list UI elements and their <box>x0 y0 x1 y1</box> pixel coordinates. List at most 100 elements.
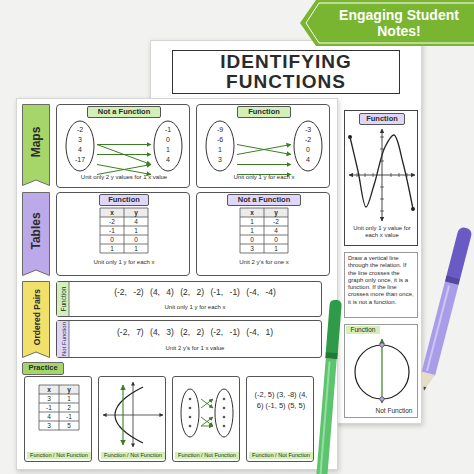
crossing-point <box>380 397 384 401</box>
strip-rule <box>69 321 70 357</box>
map-value: -9 <box>205 125 235 134</box>
table-cell: 0 <box>240 235 264 244</box>
mapping-oval: -9-613 <box>205 120 235 172</box>
mapping-arrow <box>97 154 151 155</box>
map-value: 1 <box>205 145 235 154</box>
title-box: IDENTIFYING FUNCTIONS <box>172 50 400 94</box>
sheet-title: IDENTIFYING FUNCTIONS <box>177 52 395 92</box>
y-axis <box>382 129 383 221</box>
mapping-box: Not a FunctionUnit only 2 y values for 1… <box>56 104 190 188</box>
mapping-box: FunctionUnit only 1 y for each x-9-613-3… <box>196 104 330 188</box>
table-cell: -2 <box>264 217 288 226</box>
oval-outline <box>206 121 234 171</box>
mapping-arrow <box>201 399 213 408</box>
pen-cap <box>445 226 473 284</box>
box-note: Unit 2 y's for 1 x value <box>73 345 317 353</box>
map-value: 0 <box>293 145 323 154</box>
map-value: -3 <box>293 125 323 134</box>
pen-body <box>315 358 337 474</box>
table-cell: -2 <box>100 217 124 226</box>
table-cell: y <box>124 208 148 217</box>
box-note: Unit only 1 y for each x <box>73 304 317 312</box>
table-cell: y <box>59 385 79 394</box>
table-rule <box>148 208 149 253</box>
table-rule <box>288 208 289 253</box>
section-name: Ordered Pairs <box>22 284 50 349</box>
table-cell: -1 <box>39 403 59 412</box>
map-value: -2 <box>293 135 323 144</box>
table-rule <box>39 385 40 430</box>
map-value: -6 <box>205 135 235 144</box>
table-box: Not a FunctionUnit 2 y's for one xxy1-21… <box>196 192 330 276</box>
vertical-line <box>381 339 382 403</box>
mapping-arrow <box>201 426 213 427</box>
table-cell: 4 <box>39 412 59 421</box>
table-rule <box>100 253 148 254</box>
table-rule <box>100 208 148 209</box>
map-value: -17 <box>65 155 95 164</box>
axis-tick <box>380 211 384 212</box>
table-cell: x <box>39 385 59 394</box>
value-dot <box>189 416 192 419</box>
table-cell: 0 <box>100 235 124 244</box>
mapping-arrow <box>97 144 151 145</box>
practice-box: Function / Not Function <box>98 376 166 462</box>
practice-box: (-2, 5) (3, -8) (4, 6) (-1, 5) (5, 5) Fun… <box>246 376 314 462</box>
table-cell: 4 <box>124 217 148 226</box>
ordered-pairs: (-2, 7) (4, 3) (2, 2) (-2, -1) (-4, 1) <box>73 327 317 338</box>
table-rule <box>240 208 288 209</box>
mapping-arrow <box>97 165 151 175</box>
axis-tick <box>365 173 366 177</box>
x-axis <box>103 415 163 416</box>
table-cell: 0 <box>264 235 288 244</box>
axis-tick <box>380 199 384 200</box>
answer-choice: Function / Not Function <box>249 452 313 459</box>
node-drawing <box>25 377 93 463</box>
vertical-line-test-box: FunctionNot Function <box>344 324 418 418</box>
ordered-pairs: (-2, 5) (3, -8) (4, 6) (-1, 5) (5, 5) <box>251 389 311 411</box>
box-heading: Not a Function <box>227 194 301 206</box>
map-value: 3 <box>205 155 235 164</box>
section-tab: Maps <box>22 104 50 186</box>
table-rule <box>240 235 288 236</box>
mapping-arrow <box>237 145 291 155</box>
table-rule <box>79 385 80 430</box>
table-box: FunctionUnit only 1 y for each xxy-24-11… <box>56 192 190 276</box>
strip-rule <box>69 282 70 316</box>
table-cell: 1 <box>100 244 124 253</box>
table-rule <box>100 217 148 218</box>
practice-box: Function / Not Function <box>172 376 240 462</box>
ordered-pairs: (-2, -2) (4, 4) (2, 2) (-1, -1) (-4, -4) <box>73 287 317 298</box>
value-dot <box>189 398 192 401</box>
value-dot <box>189 425 192 428</box>
function-curve <box>350 135 413 209</box>
section-name: Tables <box>22 195 50 267</box>
table-rule <box>264 208 265 253</box>
promo-banner: Engaging Student Notes! <box>300 0 474 46</box>
table-cell: 1 <box>264 244 288 253</box>
purple-pen <box>417 226 473 392</box>
relation-curve <box>115 387 143 443</box>
table-head-fill <box>240 208 288 217</box>
ordered-pairs-box: Not Function (-2, 7) (4, 3) (2, 2) (-2, -… <box>56 320 322 358</box>
box-note: Unit only 1 y for each x <box>201 174 327 182</box>
mapping-oval: -3-204 <box>293 120 323 172</box>
banner-text: Engaging Student Notes! <box>330 7 468 39</box>
rule-note: Unit only 1 y value for each x value <box>348 225 416 239</box>
node-drawing <box>57 321 323 359</box>
table-cell: 3 <box>39 394 59 403</box>
side-label: Function <box>57 283 69 316</box>
oval-outline <box>294 121 322 171</box>
table-rule <box>59 385 60 430</box>
table-rule <box>240 253 288 254</box>
mapping-arrow <box>201 417 213 426</box>
axis-tick <box>357 173 358 177</box>
value-dot <box>223 407 226 410</box>
ordered-pairs-box: Function (-2, -2) (4, 4) (2, 2) (-1, -1) … <box>56 281 322 317</box>
mapping-arrow <box>97 145 151 165</box>
table-rule <box>100 235 148 236</box>
table-rule <box>100 208 101 253</box>
side-label: Not Function <box>57 322 69 357</box>
table-rule <box>240 244 288 245</box>
value-dot <box>189 407 192 410</box>
